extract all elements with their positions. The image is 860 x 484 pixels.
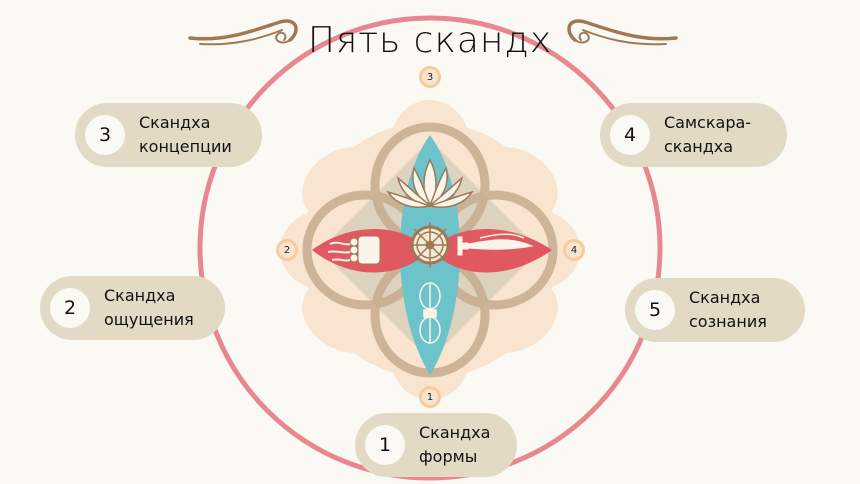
skandha-pill-3: 3 Скандха концепции [75, 103, 262, 167]
outer-ring [197, 15, 663, 481]
pill-label: Скандха сознания [689, 288, 767, 331]
pill-number: 4 [610, 115, 650, 155]
skandha-pill-1: 1 Скандха формы [355, 413, 517, 477]
pill-label: Скандха формы [419, 423, 491, 466]
sword-icon [457, 233, 534, 256]
pill-number: 1 [365, 425, 405, 465]
marker-right: 4 [563, 239, 585, 261]
pill-number: 5 [635, 290, 675, 330]
marker-left: 2 [276, 239, 298, 261]
marker-top: 3 [419, 66, 441, 88]
pill-label: Самскара- скандха [664, 113, 752, 156]
skandha-pill-2: 2 Скандха ощущения [40, 276, 225, 340]
pill-number: 3 [85, 115, 125, 155]
jewel-icon [327, 235, 381, 265]
vajra-icon [419, 282, 441, 344]
marker-bottom: 1 [419, 386, 441, 408]
pill-number: 2 [50, 288, 90, 328]
ornament-swirl-left-icon [188, 19, 298, 46]
pill-label: Скандха концепции [139, 113, 232, 156]
skandha-pill-4: 4 Самскара- скандха [600, 103, 787, 167]
dharma-wheel-icon [407, 222, 453, 268]
page-title: Пять скандх [307, 20, 553, 61]
lotus-icon [386, 158, 474, 208]
pill-label: Скандха ощущения [104, 286, 194, 329]
ornament-swirl-right-icon [567, 19, 678, 46]
skandha-pill-5: 5 Скандха сознания [625, 278, 805, 342]
